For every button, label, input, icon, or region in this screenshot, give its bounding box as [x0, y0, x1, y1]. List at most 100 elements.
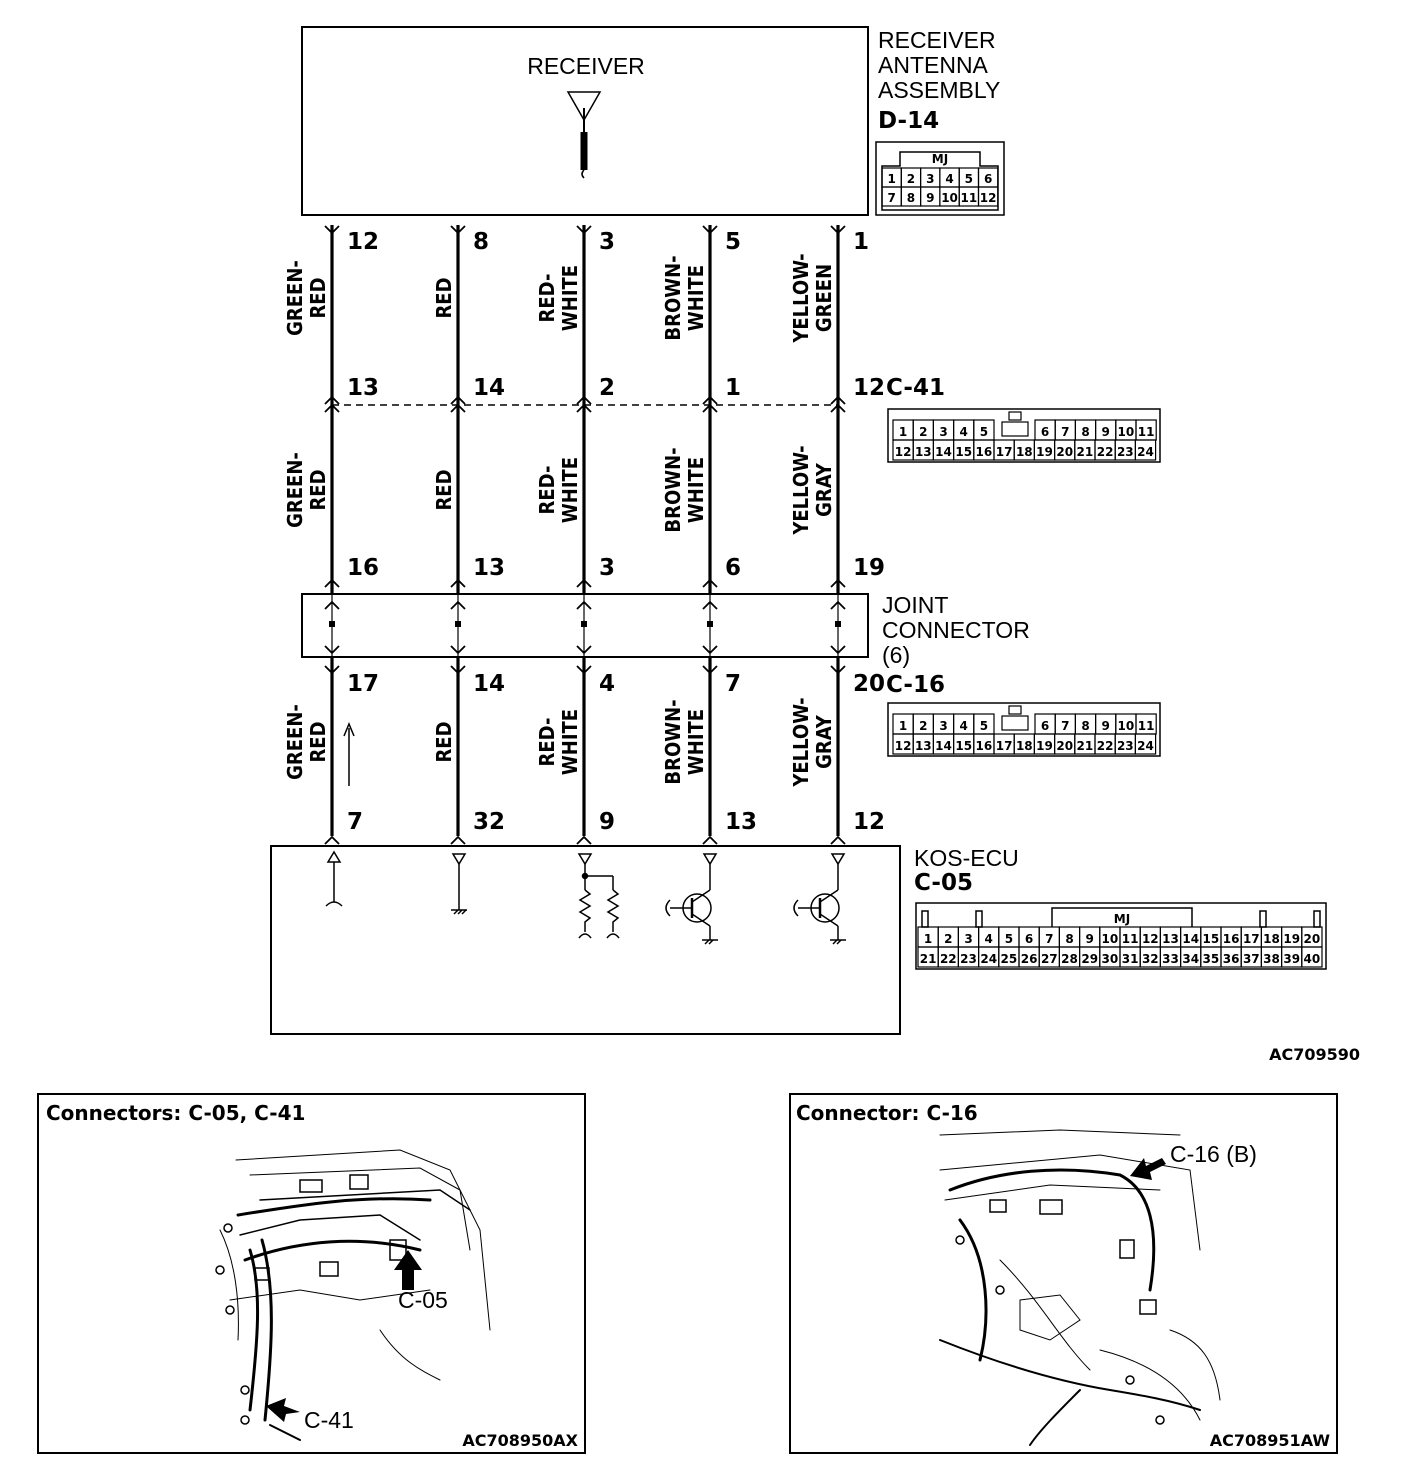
- c05-pin-label: 18: [1263, 932, 1280, 946]
- c41-connector-id: C-41: [886, 375, 945, 401]
- wire-pin-number: 7: [347, 809, 363, 835]
- wire-pin-number: 12: [853, 375, 885, 401]
- wire-color-label: RED: [432, 721, 456, 762]
- c05-pin-label: 16: [1223, 932, 1240, 946]
- d14-connector-id: D-14: [878, 108, 939, 134]
- c05-pin-label: 11: [1122, 932, 1139, 946]
- terminal-chevron: [830, 665, 846, 675]
- c41-pin-label: 14: [935, 445, 952, 459]
- wire-pin-number: 13: [473, 555, 505, 581]
- callout-arrow-c41: [266, 1398, 300, 1422]
- c16-pin-label: 11: [1138, 719, 1155, 733]
- c41-pin-label: 4: [960, 425, 968, 439]
- c05-pin-label: 21: [920, 952, 937, 966]
- c05-pin-cell: [1301, 946, 1323, 968]
- terminal-chevron: [702, 835, 718, 845]
- c16-pin-label: 16: [976, 739, 993, 753]
- terminal-chevron: [830, 395, 846, 405]
- figure-code: AC709590: [1269, 1045, 1360, 1064]
- c41-pin-label: 13: [915, 445, 932, 459]
- c41-pin-cell: [1134, 439, 1157, 461]
- c05-pin-label: 20: [1304, 932, 1321, 946]
- wire-color-label: GREEN-: [283, 704, 307, 780]
- wire-color-label: RED: [306, 469, 330, 510]
- c16-pin-label: 9: [1102, 719, 1110, 733]
- ecu-input-symbol: [325, 850, 343, 907]
- c41-pin-label: 3: [939, 425, 947, 439]
- c05-pin-label: 2: [944, 932, 952, 946]
- assembly-label-line-2: ANTENNA: [878, 52, 989, 78]
- c41-pin-label: 10: [1118, 425, 1135, 439]
- wire-pin-number: 13: [725, 809, 757, 835]
- wire-color-label: BROWN-: [661, 447, 685, 532]
- c05-pin-label: 23: [960, 952, 977, 966]
- c05-pin-label: 27: [1041, 952, 1058, 966]
- c16-pin-cell: [1134, 733, 1157, 755]
- c16-pin-label: 14: [935, 739, 952, 753]
- c41-pin-label: 8: [1081, 425, 1089, 439]
- c05-pin-label: 22: [940, 952, 957, 966]
- wire-color-label: WHITE: [558, 457, 582, 523]
- wire-pin-number: 13: [347, 375, 379, 401]
- c05-pin-label: 1: [924, 932, 932, 946]
- d14-pin-label: 6: [984, 172, 992, 186]
- wire-pin-number: 3: [599, 229, 615, 255]
- dashboard-harness-illustration-left: [215, 1149, 491, 1441]
- c41-pin-label: 2: [919, 425, 927, 439]
- panel-left-code: AC708950AX: [462, 1431, 578, 1450]
- c05-pin-label: 33: [1162, 952, 1179, 966]
- wire-color-label: WHITE: [684, 709, 708, 775]
- c05-pin-label: 5: [1005, 932, 1013, 946]
- panel-right: Connector: C-16 C-16 (B) AC708951AW: [789, 1093, 1338, 1454]
- terminal-chevron: [576, 395, 592, 405]
- c41-pin-label: 17: [996, 445, 1013, 459]
- wire-pin-number: 9: [599, 809, 615, 835]
- transistor-symbol-2: [793, 853, 846, 945]
- wire-color-label: GREEN-: [283, 452, 307, 528]
- wire-color-label: GREEN: [812, 264, 836, 332]
- wire-harness: 121316177GREEN-REDGREEN-REDGREEN-RED8141…: [283, 225, 885, 845]
- c16-pin-label: 5: [980, 719, 988, 733]
- wire-5: 112192012YELLOW-GREENYELLOW-GRAYYELLOW-G…: [789, 225, 885, 845]
- wire-pin-number: 14: [473, 671, 505, 697]
- c05-pin-label: 25: [1001, 952, 1018, 966]
- d14-pin-label: 7: [887, 191, 895, 205]
- d14-pin-label: 11: [960, 191, 977, 205]
- joint-splice-dot: [707, 621, 713, 627]
- wire-pin-number: 1: [725, 375, 741, 401]
- callout-c05: C-05: [398, 1287, 448, 1313]
- joint-splice-dot: [455, 621, 461, 627]
- c16-pin-label: 3: [939, 719, 947, 733]
- wire-color-label: GREEN-: [283, 260, 307, 336]
- dashboard-harness-illustration-right: [939, 1129, 1221, 1446]
- wire-pin-number: 4: [599, 671, 615, 697]
- terminal-chevron: [576, 645, 592, 655]
- c41-pin-label: 22: [1097, 445, 1114, 459]
- c05-connector-id: C-05: [914, 870, 973, 896]
- c41-pin-label: 21: [1077, 445, 1094, 459]
- c16-pin-label: 20: [1056, 739, 1073, 753]
- panel-left: Connectors: C-05, C-41 C-05: [37, 1093, 586, 1454]
- wire-pin-number: 7: [725, 671, 741, 697]
- joint-label-line-2: CONNECTOR: [882, 617, 1030, 643]
- wire-pin-number: 2: [599, 375, 615, 401]
- d14-pin-label: 2: [907, 172, 915, 186]
- kos-ecu-box: [270, 845, 901, 1035]
- signal-direction-arrow: [343, 722, 355, 786]
- receiver-box: [301, 26, 869, 216]
- callout-c16: C-16 (B): [1170, 1141, 1257, 1167]
- wire-pin-number: 19: [853, 555, 885, 581]
- callout-arrow-c05: [394, 1250, 422, 1290]
- terminal-chevron: [576, 665, 592, 675]
- joint-label-line-1: JOINT: [882, 592, 948, 618]
- wire-color-label: GRAY: [812, 462, 836, 517]
- terminal-chevron: [576, 578, 592, 588]
- wire-color-label: BROWN-: [661, 699, 685, 784]
- c05-pin-label: 24: [980, 952, 997, 966]
- d14-pin-label: 4: [945, 172, 953, 186]
